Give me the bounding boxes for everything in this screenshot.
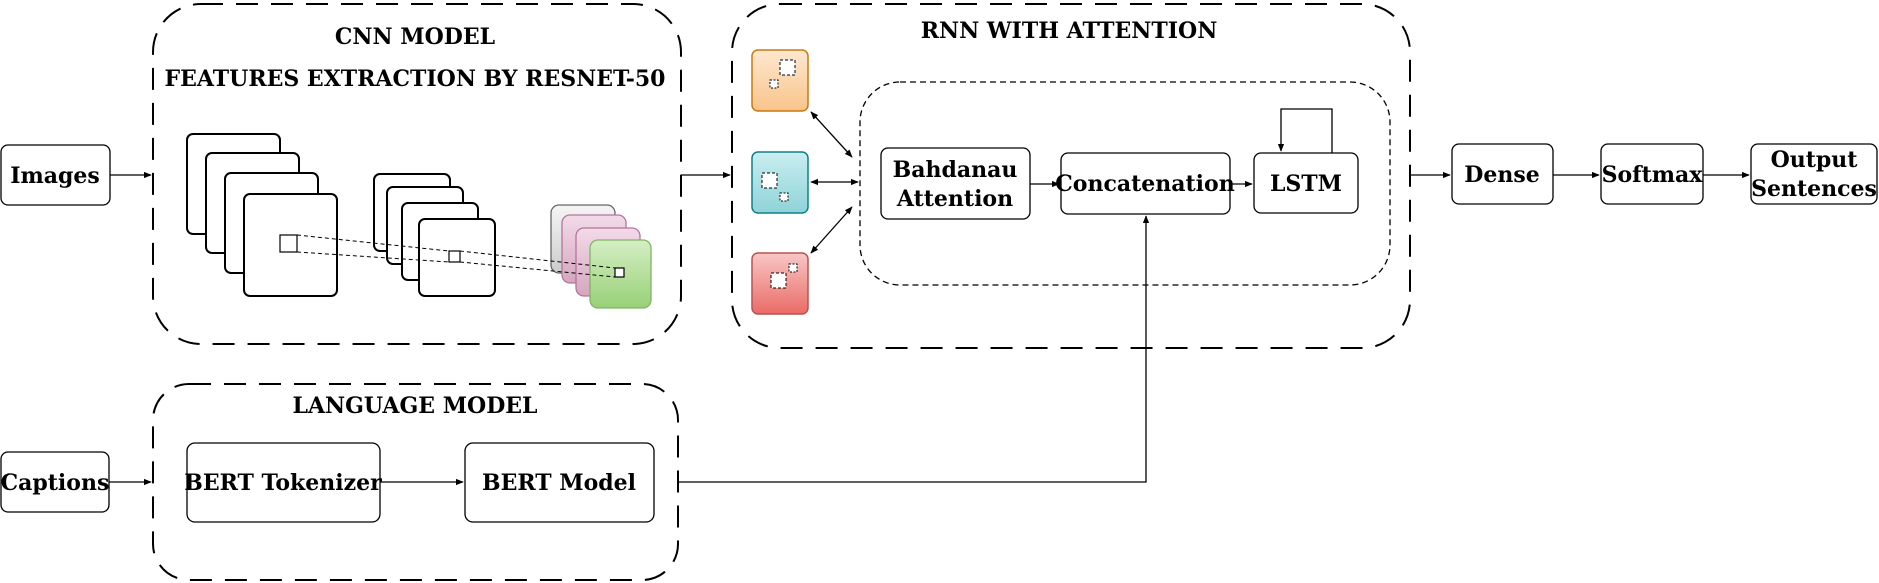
- receptive-field-large: [279, 234, 298, 253]
- concatenation-label: Concatenation: [1055, 171, 1234, 197]
- bert-tokenizer-node: BERT Tokenizer: [184, 442, 382, 523]
- bert-tokenizer-label: BERT Tokenizer: [184, 470, 382, 496]
- lstm-label: LSTM: [1270, 171, 1342, 197]
- captions-node: Captions: [0, 451, 110, 513]
- attention-input-orange: [751, 49, 809, 112]
- language-model-title: LANGUAGE MODEL: [292, 393, 537, 419]
- output-sentences-label-2: Sentences: [1751, 176, 1877, 202]
- projection-lines: [296, 234, 616, 278]
- cnn-model-title: CNN MODEL: [335, 24, 495, 50]
- lstm-node: LSTM: [1253, 152, 1359, 214]
- concatenation-node: Concatenation: [1055, 152, 1235, 215]
- attention-input-red: [751, 252, 809, 315]
- bert-to-concat-connector: [678, 215, 1150, 483]
- bert-model-label: BERT Model: [482, 470, 636, 496]
- lstm-recurrent-loop: [1277, 108, 1333, 153]
- images-label: Images: [10, 163, 100, 189]
- attention-input-teal: [751, 151, 809, 214]
- images-node: Images: [0, 144, 111, 206]
- rnn-attention-title: RNN WITH ATTENTION: [921, 18, 1218, 44]
- softmax-label: Softmax: [1602, 162, 1704, 188]
- feature-map-stack-3: [550, 204, 652, 309]
- rnn-attention-group: [731, 3, 1411, 349]
- feature-map-stack-2: [373, 173, 496, 297]
- receptive-field-medium: [448, 250, 461, 263]
- captions-label: Captions: [1, 470, 110, 496]
- dense-node: Dense: [1451, 143, 1554, 205]
- bahdanau-attention-label-2: Attention: [896, 186, 1013, 212]
- receptive-field-small: [614, 267, 625, 278]
- cnn-model-group: [152, 3, 682, 345]
- dense-label: Dense: [1464, 162, 1539, 188]
- attention-arrows: [810, 111, 859, 254]
- output-sentences-label-1: Output: [1771, 147, 1859, 173]
- connectors: [109, 108, 1750, 486]
- bahdanau-attention-label-1: Bahdanau: [893, 157, 1018, 183]
- output-sentences-node: Output Sentences: [1750, 143, 1878, 205]
- feature-extraction-title: FEATURES EXTRACTION BY RESNET-50: [165, 66, 666, 92]
- bert-model-node: BERT Model: [464, 442, 655, 523]
- attention-inner-group: [859, 81, 1391, 286]
- softmax-node: Softmax: [1600, 143, 1704, 205]
- feature-map-stack-1: [186, 133, 338, 297]
- bahdanau-attention-node: Bahdanau Attention: [880, 147, 1031, 220]
